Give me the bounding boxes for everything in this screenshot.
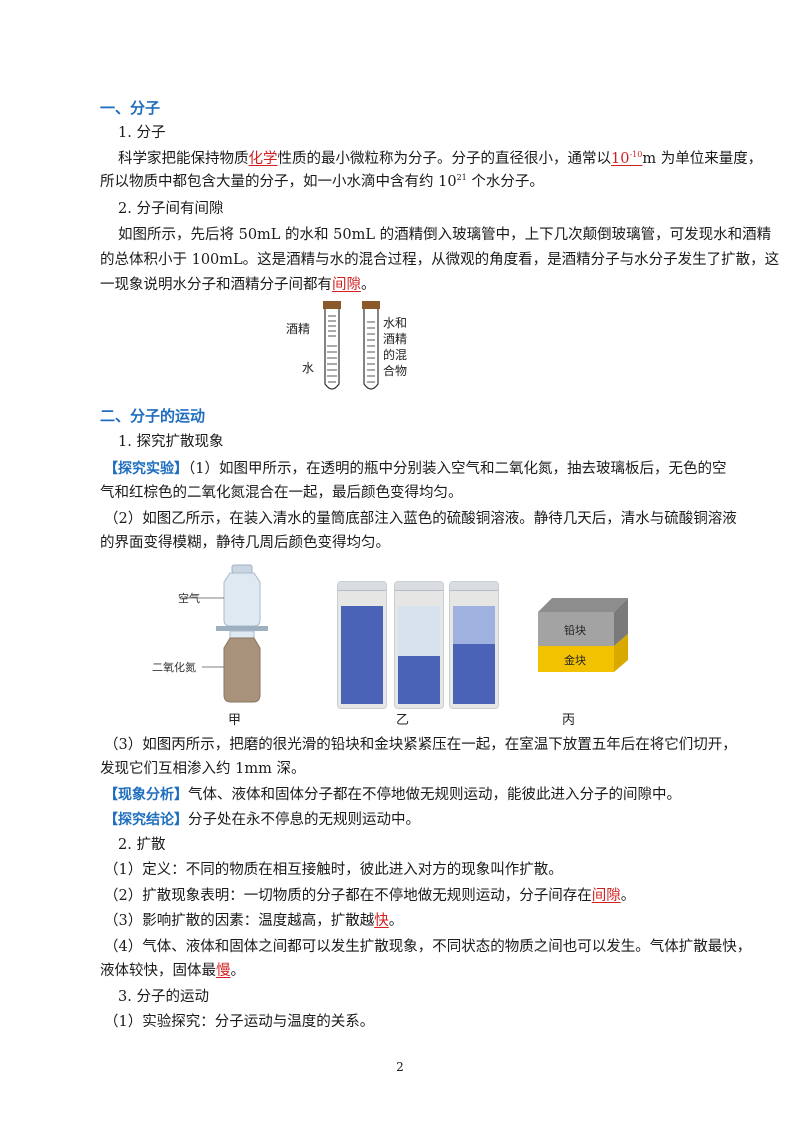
tag-conclusion: 【探究结论】	[104, 812, 188, 828]
glass-plate	[216, 626, 268, 631]
cylinder-1-liquid	[341, 606, 383, 704]
diffusion-states-line1: （4）气体、液体和固体之间都可以发生扩散现象，不同状态的物质之间也可以发生。气体…	[104, 939, 752, 955]
subheading-diffusion: 2. 扩散	[118, 837, 166, 853]
figure-yi-cylinders	[337, 581, 499, 711]
subheading-molecule: 1. 分子	[118, 125, 166, 141]
label-no2: 二氧化氮	[152, 660, 196, 674]
label-air: 空气	[178, 591, 200, 605]
cylinder-3-liquid-top	[453, 606, 495, 644]
label-mixture-4: 合物	[383, 363, 407, 378]
label-mixture-3: 的混	[383, 347, 407, 362]
right-tube-liquid-lines	[367, 321, 375, 383]
no2-bottle	[223, 637, 261, 703]
bottle-neck	[229, 630, 255, 639]
lead-block-side	[614, 598, 628, 646]
label-water: 水	[302, 361, 314, 375]
motion-experiment: （1）实验探究：分子运动与温度的关系。	[104, 1014, 375, 1030]
diffusion-factors: （3）影响扩散的因素：温度越高，扩散越快。	[104, 913, 404, 929]
left-tube-stopper	[323, 301, 341, 309]
cylinder-1	[337, 581, 387, 709]
test-tube-diagram: 酒精 水 水和 酒精 的混 合物	[286, 301, 407, 390]
conclusion-line: 【探究结论】分子处在永不停息的无规则运动中。	[104, 812, 420, 828]
figure-jia-gas-bottles: 空气 二氧化氮	[150, 560, 290, 710]
cylinder-3-liquid-bottom	[453, 644, 495, 704]
page-number: 2	[396, 1060, 404, 1074]
cylinder-2-liquid-bottom	[398, 656, 440, 704]
cylinder-2	[394, 581, 444, 709]
label-alcohol: 酒精	[286, 322, 310, 336]
section-title-molecule: 一、分子	[100, 99, 161, 117]
lead-block-top	[538, 598, 628, 612]
diffusion-states-line2: 液体较快，固体最慢。	[100, 963, 245, 979]
gold-block-side	[614, 634, 628, 672]
experiment-line4: 的界面变得模糊，静待几周后颜色变得均匀。	[100, 535, 390, 551]
experiment-line2: 气和红棕色的二氧化氮混合在一起，最后颜色变得均匀。	[100, 485, 463, 501]
tag-analysis: 【现象分析】	[104, 787, 188, 803]
answer-gap: 间隙	[332, 277, 361, 293]
answer-ten-power: 10-10	[611, 150, 643, 168]
paragraph-molecule-line2: 所以物质中都包含大量的分子，如一小水滴中含有约 1021 个水分子。	[100, 173, 544, 191]
right-tube	[363, 309, 379, 390]
paragraph-gaps-line1: 如图所示，先后将 50mL 的水和 50mL 的酒精倒入玻璃管中，上下几次颠倒玻…	[118, 227, 772, 243]
caption-yi: 乙	[396, 713, 410, 728]
diffusion-definition: （1）定义：不同的物质在相互接触时，彼此进入对方的现象叫作扩散。	[104, 862, 563, 878]
paragraph-molecule-line1: 科学家把能保持物质化学性质的最小微粒称为分子。分子的直径很小，通常以10-10m…	[118, 150, 763, 168]
label-mixture-2: 酒精	[383, 332, 407, 346]
experiment3-line2: 发现它们互相渗入约 1mm 深。	[100, 761, 306, 777]
left-tube	[324, 309, 340, 390]
test-tube-figure: 酒精 水 水和 酒精 的混 合物	[280, 298, 440, 398]
answer-slow: 慢	[216, 963, 231, 979]
right-tube-stopper	[362, 301, 380, 309]
tag-experiment: 【探究实验】	[104, 461, 188, 477]
cylinder-2-liquid-top	[398, 606, 440, 656]
answer-gap-2: 间隙	[591, 888, 621, 904]
answer-fast: 快	[374, 913, 389, 929]
gas-bottles-diagram: 空气 二氧化氮	[152, 564, 268, 703]
metal-blocks-diagram: 铅块 金块	[538, 598, 628, 672]
caption-bing: 丙	[562, 713, 576, 728]
left-tube-liquid-lines	[327, 315, 337, 383]
analysis-line: 【现象分析】气体、液体和固体分子都在不停地做无规则运动，能彼此进入分子的间隙中。	[104, 787, 681, 803]
label-mixture-1: 水和	[383, 316, 407, 330]
caption-jia: 甲	[228, 713, 242, 728]
paragraph-gaps-line3: 一现象说明水分子和酒精分子间都有间隙。	[100, 277, 376, 293]
label-gold: 金块	[564, 653, 586, 667]
experiment3-line1: （3）如图丙所示，把磨的很光滑的铅块和金块紧紧压在一起，在室温下放置五年后在将它…	[104, 737, 737, 753]
subheading-explore-diffusion: 1. 探究扩散现象	[118, 434, 224, 450]
subheading-gaps: 2. 分子间有间隙	[118, 201, 224, 217]
diffusion-shows: （2）扩散现象表明：一切物质的分子都在不停地做无规则运动，分子间存在间隙。	[104, 888, 636, 904]
lead-block-front	[538, 612, 614, 646]
subheading-molecular-motion: 3. 分子的运动	[118, 989, 209, 1005]
section-title-motion: 二、分子的运动	[100, 407, 206, 425]
air-bottle	[223, 572, 261, 627]
cylinder-3	[449, 581, 499, 709]
top-bottle-cap	[231, 564, 253, 574]
figure-bing-blocks: 铅块 金块	[536, 596, 636, 676]
experiment-line3: （2）如图乙所示，在装入清水的量筒底部注入蓝色的硫酸铜溶液。静待几天后，清水与硫…	[104, 511, 737, 527]
label-lead: 铅块	[564, 623, 586, 637]
answer-chemical: 化学	[248, 151, 278, 167]
experiment-line1: 【探究实验】（1）如图甲所示，在透明的瓶中分别装入空气和二氧化氮，抽去玻璃板后，…	[104, 461, 727, 477]
paragraph-gaps-line2: 的总体积小于 100mL。这是酒精与水的混合过程，从微观的角度看，是酒精分子与水…	[100, 252, 780, 268]
gold-block-front	[538, 646, 614, 672]
